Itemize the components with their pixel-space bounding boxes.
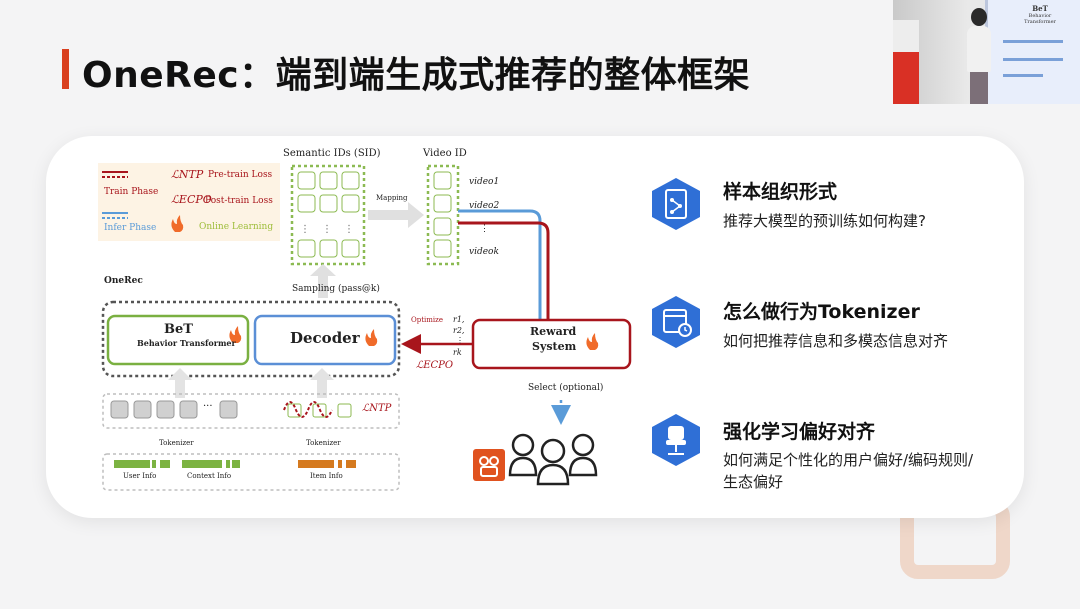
item-info-label: Item Info xyxy=(310,472,343,480)
feature-desc-3: 如何满足个性化的用户偏好/编码规则/ 生态偏好 xyxy=(723,451,974,491)
tokenizer-label-2: Tokenizer xyxy=(306,439,341,447)
svg-text:⋮: ⋮ xyxy=(300,224,310,235)
webcam-screen-row xyxy=(1003,74,1043,77)
page-title: OneRec：端到端生成式推荐的整体框架 xyxy=(82,55,751,96)
user-tokens xyxy=(110,400,238,419)
calendar-clock-icon xyxy=(652,296,700,348)
sid-cells xyxy=(297,171,360,258)
bet-subtitle: Behavior Transformer xyxy=(137,338,236,348)
decoder-box xyxy=(253,314,397,366)
fire-icon xyxy=(586,333,599,350)
sampling-arrow xyxy=(310,264,336,298)
mapping-arrow xyxy=(368,202,424,228)
webcam-banner xyxy=(893,52,919,104)
sid-grid-frame xyxy=(290,164,366,266)
semantic-ids-label: Semantic IDs (SID) xyxy=(283,148,381,159)
item-tokens xyxy=(287,403,352,418)
feature-title-1: 样本组织形式 xyxy=(723,181,838,203)
bet-box xyxy=(106,314,250,366)
reward-r2: r2, xyxy=(453,326,465,335)
bet-title: BeT xyxy=(164,322,193,337)
video-item: ⋮ xyxy=(480,224,489,234)
tokenizer-label-1: Tokenizer xyxy=(159,439,194,447)
webcam-screen-label-1: BeT xyxy=(1032,4,1048,13)
user-info-label: User Info xyxy=(123,472,157,480)
legend-online-learning: Online Learning xyxy=(199,222,274,232)
chair-icon xyxy=(652,414,700,466)
reward-label-1: Reward xyxy=(530,325,577,338)
kuaishou-logo xyxy=(473,449,505,481)
speaker-webcam: BeT Behavior Transformer xyxy=(893,0,1080,104)
reward-r1: r1, xyxy=(453,315,465,324)
legend-pretrain-loss: Pre-train Loss xyxy=(208,170,273,180)
sampling-label: Sampling (pass@k) xyxy=(292,284,380,294)
select-label: Select (optional) xyxy=(528,383,604,393)
video-item: videok xyxy=(469,247,499,257)
legend-ntp-symbol: ℒNTP xyxy=(171,168,204,181)
context-info-label: Context Info xyxy=(187,472,232,480)
legend-train-phase: Train Phase xyxy=(104,187,159,197)
fire-icon xyxy=(229,326,242,343)
bet-input-arrow xyxy=(168,368,192,398)
feature-desc-1: 推荐大模型的预训练如何构建? xyxy=(723,212,926,230)
legend-posttrain-loss: Post-train Loss xyxy=(205,196,273,206)
reward-system-box xyxy=(471,318,632,370)
reward-label-2: System xyxy=(532,340,577,353)
title-accent-bar xyxy=(62,49,69,89)
context-info-bar xyxy=(182,460,240,468)
fire-icon xyxy=(365,329,378,346)
fire-icon xyxy=(171,215,184,232)
reward-dots: ⋮ xyxy=(456,336,464,345)
video-id-label: Video ID xyxy=(423,148,467,159)
svg-text:⋮: ⋮ xyxy=(344,224,354,235)
feature-title-3: 强化学习偏好对齐 xyxy=(723,421,876,443)
legend-infer-phase: Infer Phase xyxy=(104,223,157,233)
info-frame xyxy=(102,453,400,491)
onerec-label: OneRec xyxy=(104,276,143,286)
ntp-label: ℒNTP xyxy=(362,403,392,414)
item-info-bar xyxy=(298,460,356,468)
feature-title-2: 怎么做行为Tokenizer xyxy=(723,301,920,323)
webcam-screen-row xyxy=(1003,40,1063,43)
onerec-frame xyxy=(101,300,401,378)
webcam-screen-label: BeT Behavior Transformer xyxy=(1015,4,1065,25)
decoder-input-arrow xyxy=(310,368,334,398)
video-id-frame xyxy=(426,164,460,266)
webcam-screen-label-2: Behavior Transformer xyxy=(1024,13,1056,25)
user-info-bar xyxy=(114,460,170,468)
webcam-screen-row xyxy=(1003,58,1063,61)
speaker-figure xyxy=(965,8,997,104)
token-frame xyxy=(102,393,400,429)
ntp-curve xyxy=(283,401,333,418)
legend-ecpo-symbol: ℒECPO xyxy=(171,193,212,206)
webcam-background-panel xyxy=(893,20,919,52)
reward-rk: rk xyxy=(453,348,462,357)
svg-text:⋮: ⋮ xyxy=(322,224,332,235)
users-icon xyxy=(508,433,598,486)
legend-panel xyxy=(98,163,280,241)
decoder-label: Decoder xyxy=(290,329,360,347)
infer-line xyxy=(458,209,542,320)
video-item: video2 xyxy=(469,201,500,211)
mapping-label: Mapping xyxy=(376,194,408,202)
video-item: video1 xyxy=(469,177,500,187)
document-flow-icon xyxy=(652,178,700,230)
token-ellipsis: ··· xyxy=(203,401,213,412)
ecpo-label: ℒECPO xyxy=(416,360,454,371)
train-line xyxy=(458,221,550,320)
feature-desc-2: 如何把推荐信息和多模态信息对齐 xyxy=(723,332,949,350)
optimize-label: Optimize xyxy=(411,316,443,324)
